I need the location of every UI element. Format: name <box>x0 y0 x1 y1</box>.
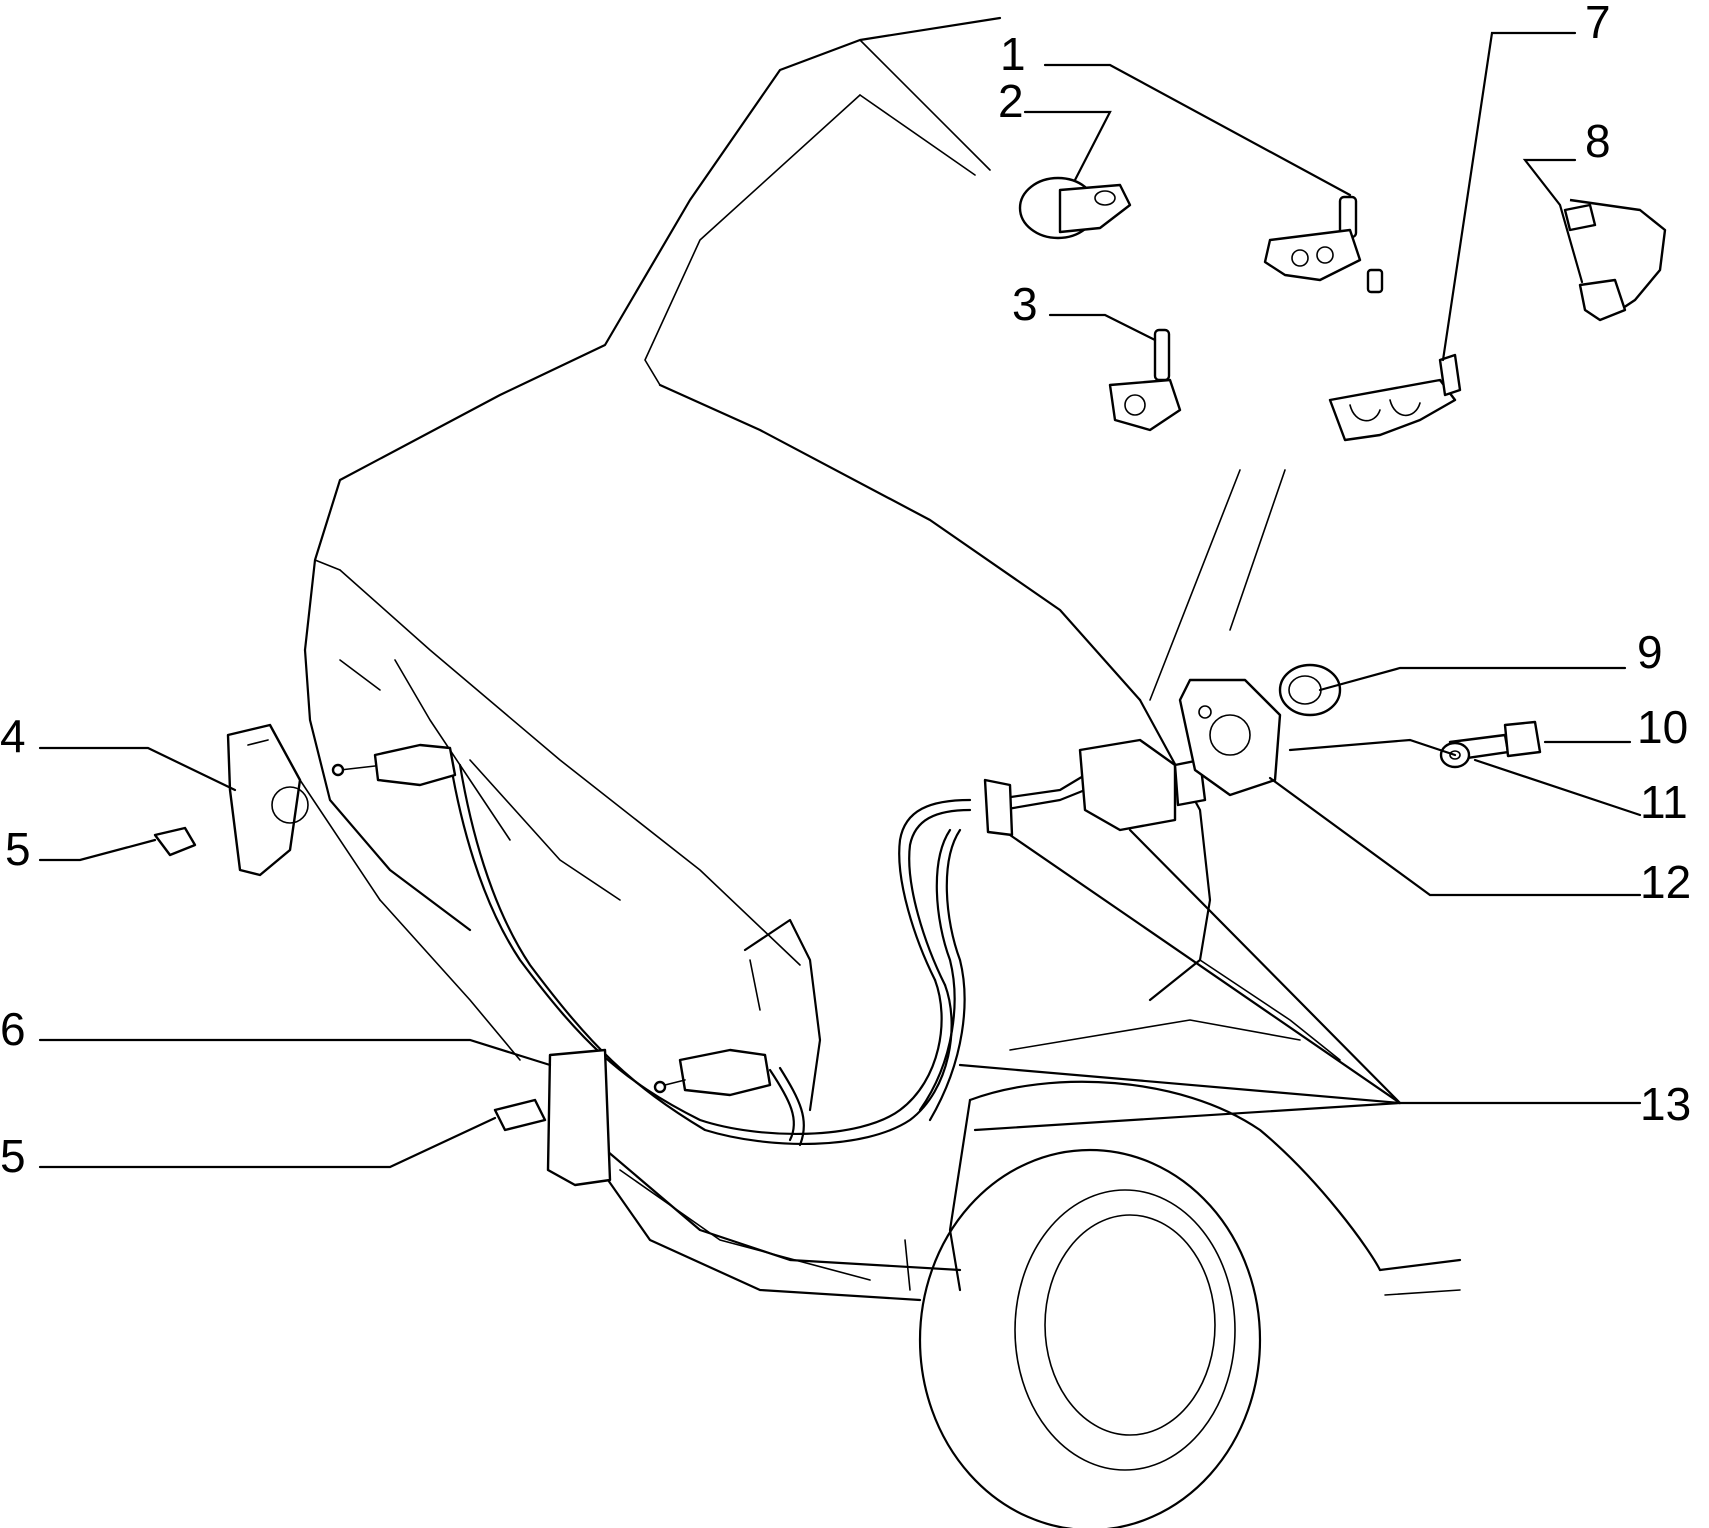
washer-nozzle-upper <box>331 743 457 787</box>
callout-11: 11 <box>1640 776 1688 828</box>
part-6-lower-plate <box>546 1048 612 1187</box>
vehicle-body-outline <box>299 16 1462 1528</box>
washer-nozzle-lower <box>653 1048 772 1097</box>
callout-5-lower: 5 <box>0 1130 26 1182</box>
callout-13: 13 <box>1640 1078 1691 1130</box>
callout-12: 12 <box>1640 856 1691 908</box>
callout-4: 4 <box>0 710 26 762</box>
part-1-clip-pin <box>1263 195 1384 294</box>
callout-1: 1 <box>1000 28 1026 80</box>
part-12-pump-flange <box>1178 678 1282 797</box>
callout-2: 2 <box>998 75 1024 127</box>
callout-6: 6 <box>0 1003 26 1055</box>
callout-9: 9 <box>1637 626 1663 678</box>
callout-3: 3 <box>1012 278 1038 330</box>
part-5-clip-lower <box>493 1098 547 1132</box>
part-9-grommet <box>1278 663 1342 717</box>
callout-7: 7 <box>1585 0 1611 48</box>
callout-5-upper: 5 <box>5 823 31 875</box>
part-3-clip-stud <box>1108 328 1182 432</box>
part-2-double-clip <box>1018 176 1132 240</box>
callout-10: 10 <box>1637 701 1688 753</box>
callout-labels: 1 2 3 4 5 6 5 7 8 9 10 11 12 13 <box>0 0 1691 1182</box>
part-8-bracket <box>1563 198 1667 322</box>
part-7-triple-clip <box>1328 353 1462 442</box>
washer-hoses <box>448 758 1087 1147</box>
callout-8: 8 <box>1585 115 1611 167</box>
leader-lines <box>38 31 1642 1169</box>
part-4-mount-plate <box>226 723 309 877</box>
part-13-connector <box>983 738 1207 837</box>
part-5-clip-upper <box>153 826 197 857</box>
